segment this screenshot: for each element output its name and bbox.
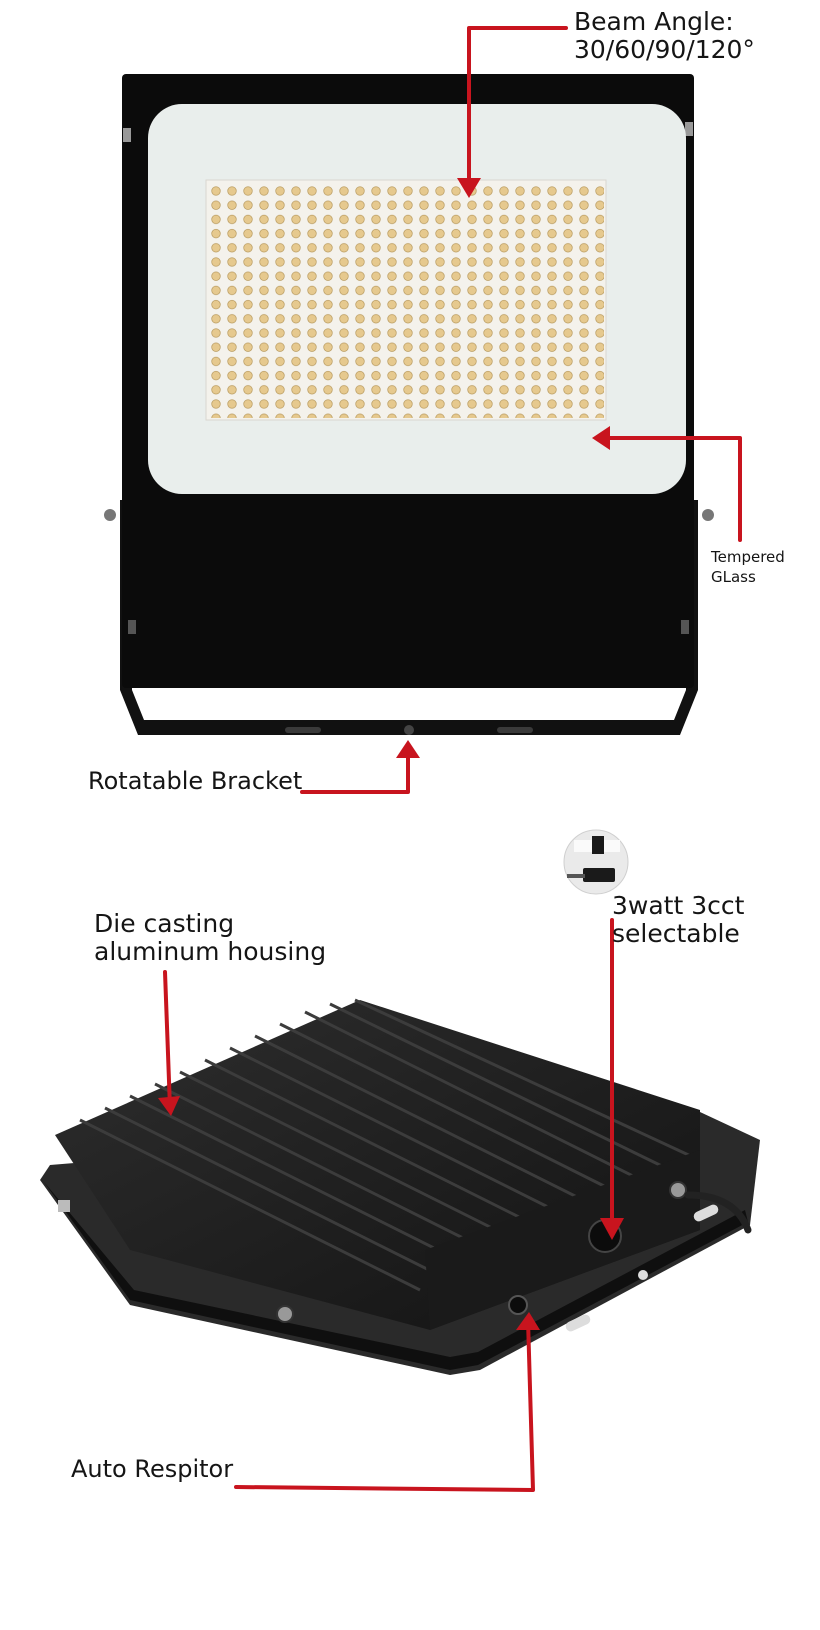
floodlight-front-view	[104, 74, 714, 735]
floodlight-back-view	[40, 998, 760, 1375]
cct-line1: 3watt 3cct	[612, 891, 745, 920]
beam-angle-title: Beam Angle:	[574, 7, 734, 36]
bracket-pivot	[404, 725, 414, 735]
power-cable	[684, 1191, 752, 1234]
die-casting-label: Die casting aluminum housing	[94, 910, 326, 966]
callout-tempered-glass	[608, 436, 742, 542]
rotatable-bracket-label: Rotatable Bracket	[88, 767, 303, 795]
tempered-glass-line2: GLass	[711, 567, 756, 586]
tempered-glass-line1: Tempered	[711, 548, 785, 566]
cct-switch-icon	[563, 829, 629, 895]
callout-auto-respitor	[234, 1318, 535, 1492]
callout-die-casting	[163, 970, 172, 1110]
auto-respitor-valve	[508, 1295, 528, 1315]
die-casting-line2: aluminum housing	[94, 937, 327, 966]
beam-angle-label: Beam Angle: 30/60/90/120°	[574, 8, 755, 64]
callout-lines	[163, 26, 742, 1492]
callout-arrowheads	[158, 178, 624, 1330]
callout-rotatable-bracket	[300, 746, 410, 794]
die-casting-line1: Die casting	[94, 909, 235, 938]
callout-beam-angle	[467, 26, 568, 192]
cct-line2: selectable	[612, 919, 740, 948]
tempered-glass-label: Tempered GLass	[711, 548, 785, 587]
auto-respitor-label: Auto Respitor	[71, 1455, 234, 1483]
beam-angle-values: 30/60/90/120°	[574, 35, 755, 64]
cct-selectable-label: 3watt 3cct selectable	[612, 892, 744, 948]
